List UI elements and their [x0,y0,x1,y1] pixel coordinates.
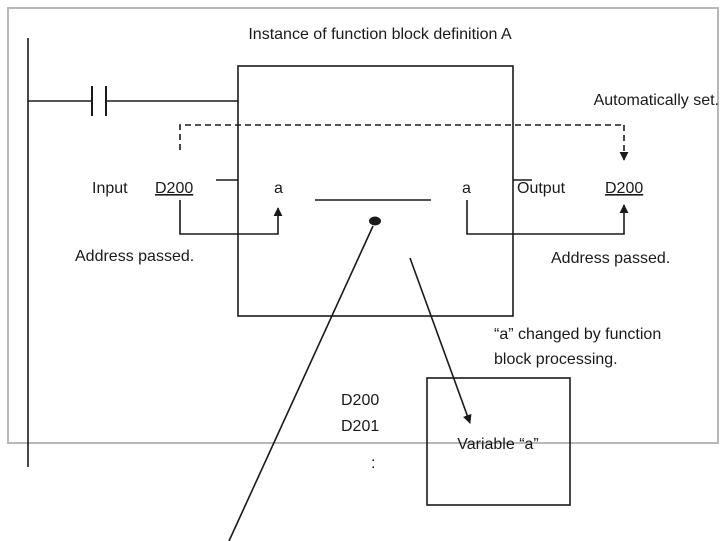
function-block-instance [237,65,514,317]
input-label: Input [92,180,128,197]
input-variable-a: a [274,180,283,197]
memory-address-ellipsis: : [371,455,375,472]
address-passed-left-label: Address passed. [75,248,194,265]
output-label: Output [517,180,566,197]
output-address: D200 [605,180,643,197]
automatically-set-label: Automatically set. [594,92,719,109]
pointer-line [228,225,374,541]
automatically-set-path [179,124,624,150]
changed-note-line-2: block processing. [494,351,618,368]
output-variable-a: a [462,180,471,197]
variable-memory-box [426,377,571,506]
output-address-passed-path [466,200,629,235]
address-passed-right-label: Address passed. [551,250,670,267]
input-address: D200 [155,180,193,197]
block-title: Instance of function block definition A [248,26,512,43]
input-address-passed-path [179,200,283,235]
memory-address-d200: D200 [341,392,379,409]
change-arrow [409,257,472,424]
memory-address-d201: D201 [341,418,379,435]
variable-box-label: Variable “a” [457,436,539,453]
diagram-frame [7,7,719,444]
changed-note-line-1: “a” changed by function [494,326,661,343]
processing-dot [369,216,381,226]
